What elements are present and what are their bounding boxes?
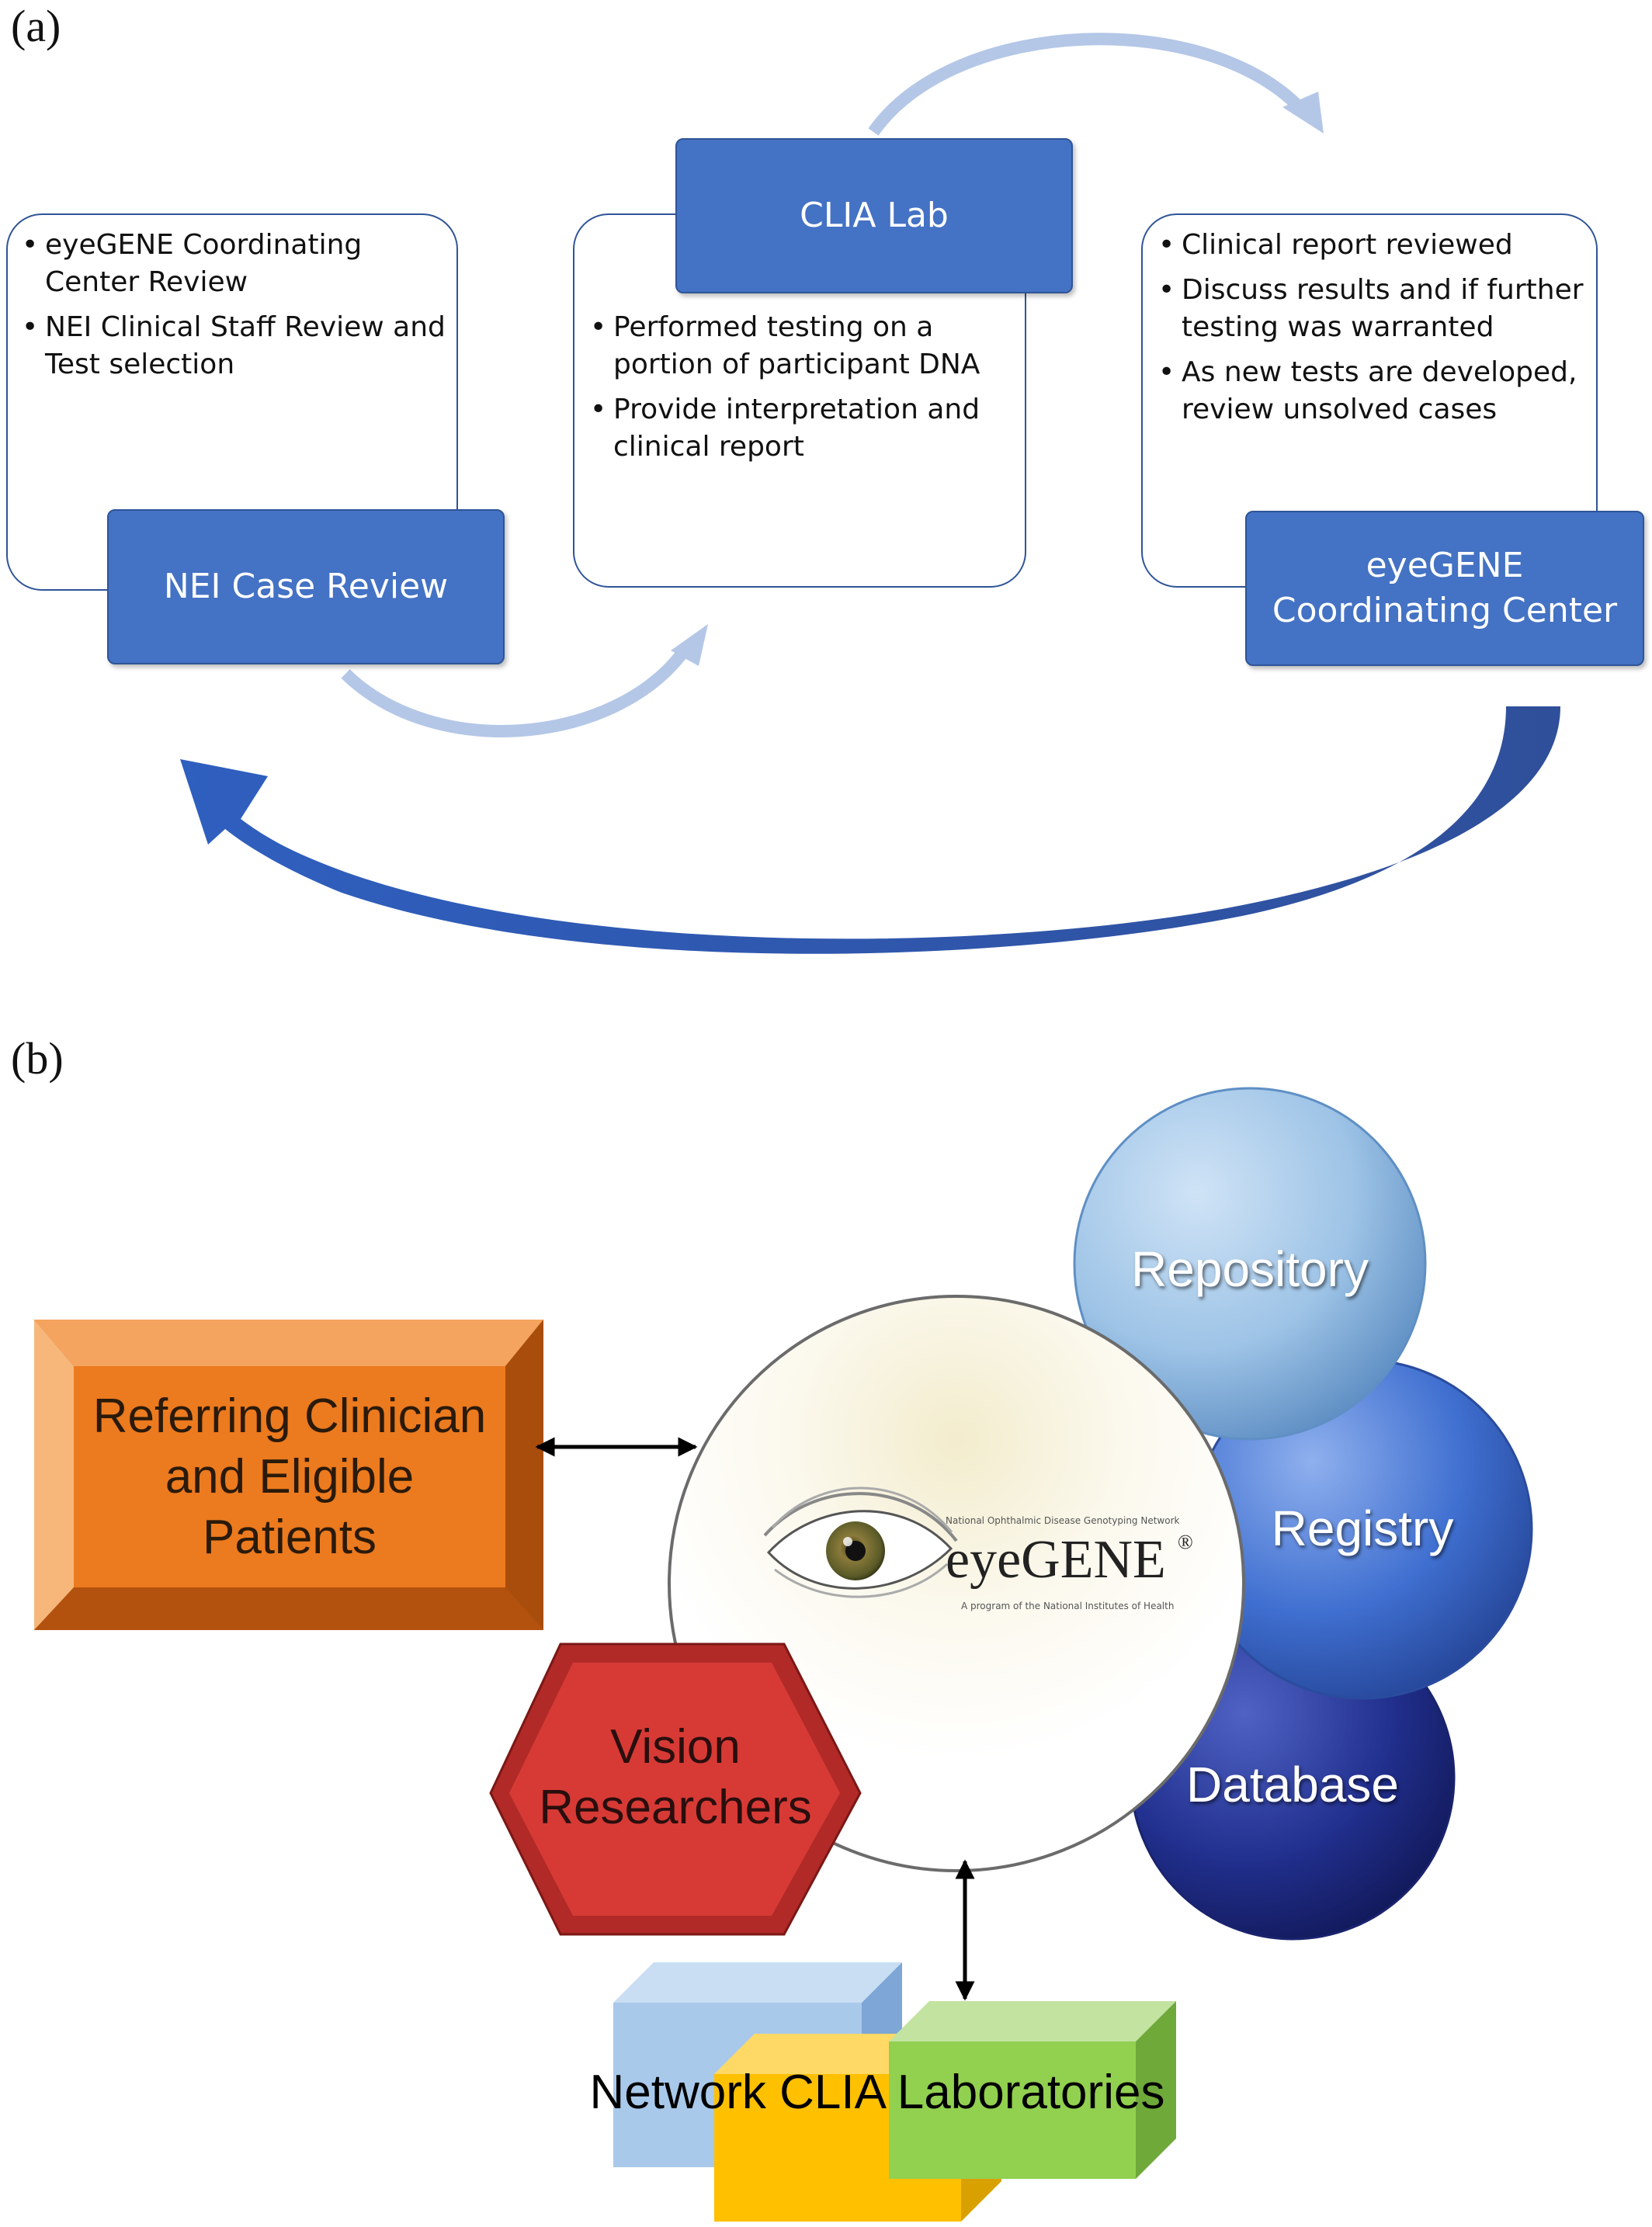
panel-b-label: (b)	[11, 1033, 64, 1084]
vision-researchers-label: Vision Researchers	[539, 1720, 812, 1834]
arrow-clia-to-coordinating	[868, 33, 1309, 136]
panel-a-arrows	[180, 33, 1560, 954]
list-item: Performed testing on a portion of partic…	[590, 309, 1022, 383]
eye-logo-icon	[763, 1486, 958, 1598]
list-item: Discuss results and if further testing w…	[1158, 272, 1593, 346]
header-label-line2: Coordinating Center	[1272, 591, 1618, 630]
card-clia-lab-bullets: Performed testing on a portion of partic…	[590, 309, 1022, 473]
vision-hexagon	[489, 1642, 862, 1936]
referring-box	[34, 1320, 543, 1630]
database-label: Database	[1186, 1757, 1399, 1812]
eyegene-logo-wordmark: eyeGENE	[946, 1530, 1166, 1590]
header-label-line1: eyeGENE	[1366, 546, 1524, 585]
panel-a-label: (a)	[11, 1, 61, 51]
arrow-nei-to-clia-head	[671, 624, 708, 666]
card-nei-review-bullets: eyeGENE Coordinating Center Review NEI C…	[22, 227, 456, 391]
arrow-nei-to-clia	[341, 648, 689, 737]
header-label: NEI Case Review	[163, 567, 449, 606]
repository-label: Repository	[1131, 1241, 1369, 1297]
eyegene-logo-registered: ®	[1178, 1531, 1193, 1553]
registry-label: Registry	[1271, 1500, 1454, 1556]
referring-label: Referring Clinician and Eligible Patient…	[92, 1389, 487, 1564]
list-item: Provide interpretation and clinical repo…	[590, 391, 1022, 466]
card-coordinating-center-bullets: Clinical report reviewed Discuss results…	[1158, 227, 1593, 436]
arrow-clia-to-coordinating-head	[1282, 92, 1324, 134]
list-item: As new tests are developed, review unsol…	[1158, 354, 1593, 428]
list-item: eyeGENE Coordinating Center Review	[22, 227, 456, 301]
header-nei-case-review: NEI Case Review	[107, 509, 505, 664]
list-item: Clinical report reviewed	[1158, 227, 1593, 264]
header-coordinating-center: eyeGENE Coordinating Center	[1245, 511, 1644, 666]
lab-cube-green	[889, 2001, 1176, 2179]
header-label: CLIA Lab	[800, 196, 949, 235]
eyegene-logo-tagline-bottom: A program of the National Institutes of …	[961, 1601, 1175, 1611]
repository-sphere	[1073, 1087, 1427, 1441]
list-item: NEI Clinical Staff Review and Test selec…	[22, 309, 456, 383]
network-clia-laboratories-label: Network CLIA Laboratories	[589, 2065, 1165, 2119]
header-clia-lab: CLIA Lab	[675, 138, 1073, 293]
eyegene-logo-tagline-top: National Ophthalmic Disease Genotyping N…	[946, 1515, 1180, 1526]
